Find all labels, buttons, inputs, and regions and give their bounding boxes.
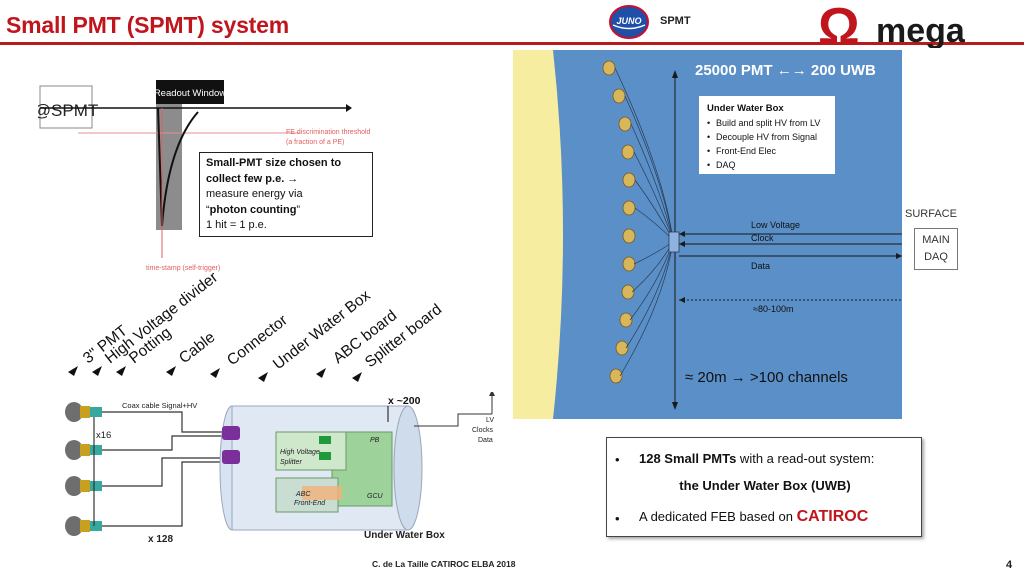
lv-arrow xyxy=(414,413,492,427)
juno-logo-text: JUNO xyxy=(616,16,641,26)
timestamp-label: time-stamp (self-trigger) xyxy=(146,265,220,272)
summary-line-2: the Under Water Box (UWB) xyxy=(679,478,851,493)
x128-label: x 128 xyxy=(148,534,173,545)
chip-1 xyxy=(319,436,331,444)
pmt-pulse xyxy=(157,107,199,227)
summary-bullet-2: • xyxy=(615,511,620,526)
uwb-overview-panel: 25000 PMT ←→ 200 UWB Under Water Box • B… xyxy=(513,50,902,419)
sand-region xyxy=(513,50,563,419)
readout-window-label: Readout Window xyxy=(154,88,226,99)
main-daq-box: MAIN DAQ xyxy=(914,228,958,270)
fe-threshold-label-1: FE discrimination threshold xyxy=(286,129,371,136)
uwb-info-bullet-2: • xyxy=(707,132,710,142)
lv-label: LV xyxy=(486,417,494,424)
hv-splitter-label-1: High Voltage xyxy=(280,449,320,456)
summary-128-spmt: 128 Small PMTs xyxy=(639,451,737,466)
x16-label: x16 xyxy=(96,430,111,441)
time-arrow-head xyxy=(346,104,352,112)
x200-label: x ~200 xyxy=(388,395,421,407)
hv-splitter-label-2: Splitter xyxy=(280,459,302,466)
clocks-label: Clocks xyxy=(472,427,494,434)
page-title: Small PMT (SPMT) system xyxy=(6,12,289,38)
panel-headline: 25000 PMT ←→ 200 UWB xyxy=(695,62,876,79)
label-under-water-box: Under Water Box xyxy=(270,287,374,373)
spmt-header-label: SPMT xyxy=(660,15,691,27)
clock-label: Clock xyxy=(751,233,774,243)
callout-line-5: 1 hit = 1 p.e. xyxy=(206,219,267,231)
at-spmt-box xyxy=(39,85,93,129)
connector-2 xyxy=(222,450,240,464)
abc-label-1: ABC xyxy=(295,491,311,498)
omega-logo: Ω mega xyxy=(818,2,966,48)
summary-line-3: A dedicated FEB based on CATIROC xyxy=(639,508,869,525)
pmt-chain xyxy=(65,402,222,536)
callout-line-4: “photon counting” xyxy=(206,203,301,216)
surface-label: SURFACE xyxy=(905,208,957,220)
readout-window-label-box xyxy=(156,80,224,104)
uwb-info-bullet-1: • xyxy=(707,118,710,128)
pb-label: PB xyxy=(370,437,380,444)
low-voltage-label: Low Voltage xyxy=(751,220,800,230)
uwb-info-item-3: Front-End Elec xyxy=(716,146,777,156)
uwb-info-item-1: Build and split HV from LV xyxy=(716,118,820,128)
gcu-label: GCU xyxy=(367,493,384,500)
label-pointer-arrows xyxy=(68,366,362,382)
daq-label: DAQ xyxy=(924,251,948,263)
uwb-info-bullet-4: • xyxy=(707,160,710,170)
coax-cable-label: Coax cable Signal+HV xyxy=(122,401,197,410)
uwb-node xyxy=(668,231,680,253)
svg-text:Ω: Ω xyxy=(818,2,860,48)
uwb-technical-diagram: Coax cable Signal+HV x16 x 128 PB High V… xyxy=(65,392,495,545)
uwb-info-title: Under Water Box xyxy=(707,103,784,114)
data-label: Data xyxy=(751,261,770,271)
component-labels: 3" PMT High Voltage divider Potting Cabl… xyxy=(68,272,445,382)
summary-bullet-1: • xyxy=(615,452,620,467)
header-divider xyxy=(0,42,1024,45)
callout-line-3: measure energy via xyxy=(206,188,303,200)
pmt-waveform-diagram: @SPMT Readout Window FE discrimination t… xyxy=(38,80,371,272)
chip-2 xyxy=(319,452,331,460)
uwb-cylinder-right-cap xyxy=(393,405,423,531)
label-cable: Cable xyxy=(176,329,218,367)
footer-credit: C. de La Taille CATIROC ELBA 2018 xyxy=(372,559,516,569)
uwb-info-item-2: Decouple HV from Signal xyxy=(716,132,817,142)
at-spmt-label: @SPMT xyxy=(38,101,98,120)
main-label: MAIN xyxy=(922,234,950,246)
callout-line-2: collect few p.e. → xyxy=(206,172,299,185)
summary-line-1: 128 Small PMTs with a read-out system: xyxy=(639,451,875,466)
connector-1 xyxy=(222,426,240,440)
channels-label: ≈ 20m → >100 channels xyxy=(685,369,848,386)
spmt-callout-box: Small-PMT size chosen to collect few p.e… xyxy=(199,152,373,237)
callout-line-1: Small-PMT size chosen to xyxy=(206,157,342,169)
uwb-info-bullet-3: • xyxy=(707,146,710,156)
uwb-info-item-4: DAQ xyxy=(716,160,736,170)
uwb-info-box xyxy=(699,96,835,174)
catiroc-highlight: CATIROC xyxy=(796,508,869,525)
summary-box: • 128 Small PMTs with a read-out system:… xyxy=(606,437,922,537)
pmt-string xyxy=(602,60,636,384)
fe-threshold-label-2: (a fraction of a PE) xyxy=(286,139,344,146)
hv-splitter-board xyxy=(275,431,347,471)
distance-label: ≈80-100m xyxy=(753,304,793,314)
juno-logo: JUNO xyxy=(609,5,649,39)
omega-logo-text: mega xyxy=(876,12,966,48)
abc-label-2: Front-End xyxy=(294,500,326,507)
abc-highlight xyxy=(302,486,342,500)
uwb-label: Under Water Box xyxy=(364,530,445,541)
photon-counting-text: photon counting xyxy=(209,203,297,216)
data-label: Data xyxy=(478,437,493,444)
page-number: 4 xyxy=(1006,559,1013,571)
